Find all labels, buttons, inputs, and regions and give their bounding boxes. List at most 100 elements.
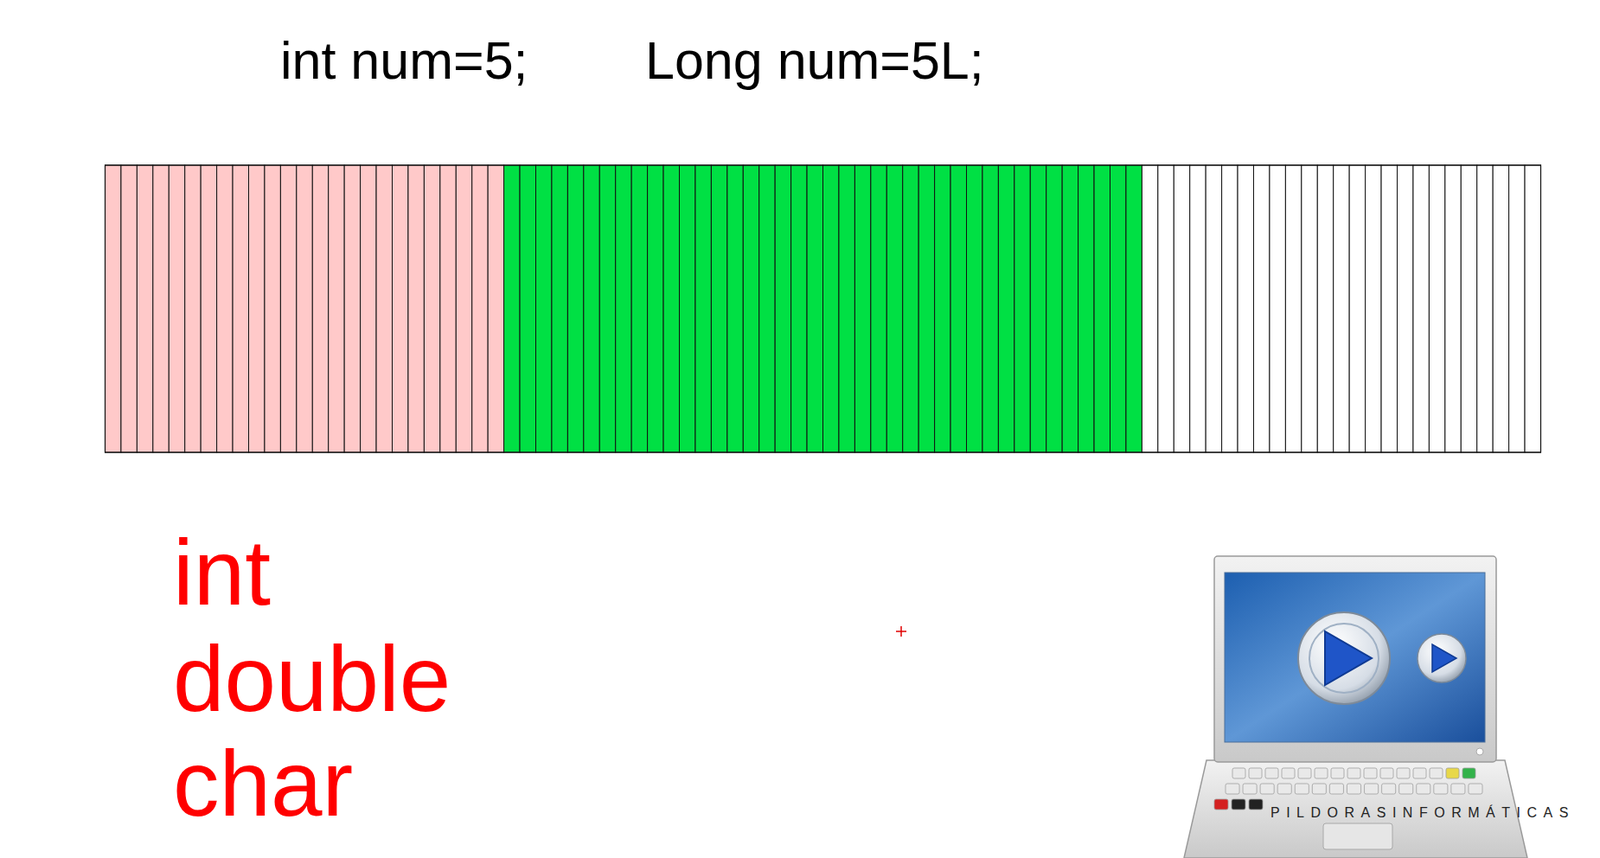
bit-cell [249, 165, 265, 453]
key [1298, 768, 1312, 779]
bit-cell [1237, 165, 1254, 453]
bit-cell [583, 165, 600, 453]
bit-cell [296, 165, 313, 453]
bit-cell [344, 165, 360, 453]
bit-cell [647, 165, 664, 453]
type-name: double [172, 633, 451, 726]
bit-cell [455, 165, 472, 453]
bit-cell [1365, 165, 1382, 453]
bit-cell [1126, 165, 1142, 453]
code-line: Long num=5L; [645, 34, 985, 88]
key [1329, 783, 1344, 794]
bit-cell [1062, 165, 1078, 453]
bit-cell [472, 165, 488, 453]
key [1294, 783, 1309, 794]
memory-bar [105, 165, 1542, 453]
key [1364, 783, 1379, 794]
bit-cell [1524, 165, 1541, 453]
bit-cell [710, 165, 727, 453]
key [1380, 768, 1394, 779]
bit-cell [376, 165, 392, 453]
bit-cell [982, 165, 999, 453]
bit-cell [1014, 165, 1031, 453]
bit-cell [1397, 165, 1414, 453]
bit-cell [1381, 165, 1397, 453]
bit-cell [487, 165, 504, 453]
bar-outline [105, 165, 1542, 453]
bit-cell [1222, 165, 1238, 453]
bit-cell [1428, 165, 1445, 453]
bit-cell [1269, 165, 1286, 453]
bit-cell [1349, 165, 1365, 453]
bit-cell [328, 165, 345, 453]
bit-cell [774, 165, 791, 453]
key [1382, 783, 1396, 794]
bit-cell [823, 165, 839, 453]
key [1242, 783, 1257, 794]
bit-cell [105, 165, 122, 453]
key [1416, 783, 1431, 794]
key [1312, 783, 1326, 794]
bit-cell [1141, 165, 1158, 453]
bit-cell [551, 165, 568, 453]
key [1277, 783, 1292, 794]
key [1346, 783, 1361, 794]
key [1231, 799, 1246, 810]
bit-cell [1477, 165, 1493, 453]
key [1468, 783, 1483, 794]
bit-cell [902, 165, 919, 453]
bit-cell [918, 165, 935, 453]
bit-cell [185, 165, 201, 453]
key [1446, 768, 1460, 779]
bit-cell [408, 165, 424, 453]
bit-cell [695, 165, 711, 453]
bit-cell [886, 165, 903, 453]
bit-cell [423, 165, 440, 453]
bit-cell [806, 165, 823, 453]
key [1347, 768, 1361, 779]
key [1214, 799, 1229, 810]
key [1260, 783, 1274, 794]
bit-cell [1285, 165, 1301, 453]
bit-cell [998, 165, 1014, 453]
bit-cell [663, 165, 679, 453]
bit-cell [1173, 165, 1190, 453]
bit-cell [504, 165, 520, 453]
bit-cell [631, 165, 647, 453]
bit-cell [567, 165, 583, 453]
bit-cell [759, 165, 775, 453]
bit-cell [1158, 165, 1174, 453]
bit-cell [1509, 165, 1525, 453]
key [1429, 768, 1443, 779]
key [1462, 768, 1476, 779]
key [1232, 768, 1246, 779]
type-name: char [172, 737, 353, 831]
bit-cell [791, 165, 807, 453]
bit-cell [136, 165, 153, 453]
bit-cell [934, 165, 951, 453]
bit-cell [121, 165, 137, 453]
bit-cell [1445, 165, 1461, 453]
bit-cell [1190, 165, 1206, 453]
bit-cell [1413, 165, 1429, 453]
bit-cell [615, 165, 632, 453]
bit-cell [966, 165, 983, 453]
code-line: int num=5; [280, 34, 529, 88]
type-name: int [172, 526, 271, 620]
bit-cell [1301, 165, 1318, 453]
cursor-mark [896, 626, 907, 637]
key [1433, 783, 1448, 794]
key [1281, 768, 1295, 779]
bit-cell [599, 165, 615, 453]
key [1451, 783, 1466, 794]
key [1413, 768, 1427, 779]
bit-cell [153, 165, 169, 453]
bit-cell [1254, 165, 1270, 453]
bit-cell [870, 165, 887, 453]
key [1248, 799, 1263, 810]
key [1331, 768, 1344, 779]
bit-cell [838, 165, 855, 453]
bit-cell [536, 165, 552, 453]
bit-cell [1460, 165, 1477, 453]
